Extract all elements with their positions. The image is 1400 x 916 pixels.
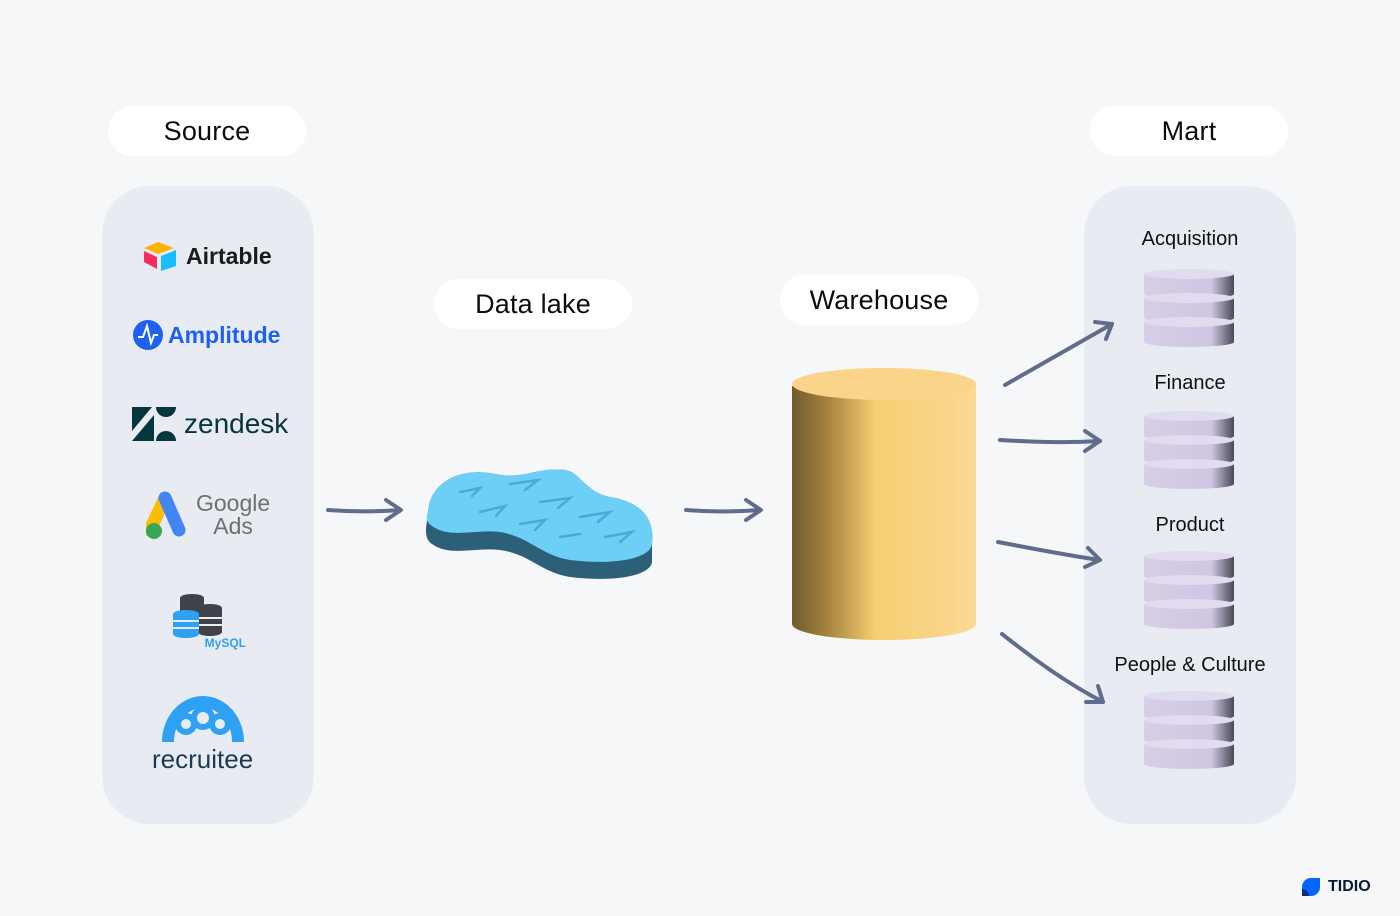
mart-header: Mart	[1090, 106, 1288, 156]
recruitee-icon	[161, 696, 244, 742]
data-lake-header: Data lake	[434, 279, 632, 329]
airtable-icon	[144, 242, 176, 271]
tidio-icon	[1302, 878, 1320, 896]
google-ads-icon	[146, 491, 186, 539]
amplitude-logo: Amplitude	[132, 319, 280, 351]
mart-label-product: Product	[1155, 514, 1225, 536]
recruitee-label: recruitee	[152, 744, 254, 774]
mart-database-people-culture	[1144, 691, 1234, 769]
warehouse-to-finance-arrow	[998, 429, 1102, 453]
mysql-database-icon	[173, 594, 222, 638]
warehouse-header: Warehouse	[780, 275, 978, 325]
warehouse-to-acquisition-arrow	[1003, 320, 1114, 387]
data-lake-illustration	[426, 469, 653, 579]
source-panel	[102, 186, 314, 824]
lake-to-warehouse-arrow	[684, 498, 763, 522]
zendesk-logo: zendesk	[132, 407, 288, 441]
tidio-label: TIDIO	[1328, 878, 1371, 895]
mart-database-finance	[1144, 411, 1234, 489]
mart-label-finance: Finance	[1154, 372, 1226, 394]
mart-database-acquisition	[1144, 269, 1234, 347]
amplitude-label: Amplitude	[168, 321, 281, 348]
warehouse-to-product-arrow	[996, 540, 1102, 569]
zendesk-label: zendesk	[184, 408, 289, 439]
source-to-lake-arrow	[326, 498, 403, 522]
airtable-label: Airtable	[186, 242, 272, 269]
mysql-label: MySQL	[204, 636, 246, 650]
airtable-logo: Airtable	[142, 240, 272, 272]
recruitee-logo: recruitee	[152, 696, 253, 775]
google-ads-label-line2: Ads	[213, 513, 253, 539]
mart-database-product	[1144, 551, 1234, 629]
warehouse-cylinder	[792, 368, 976, 640]
amplitude-icon	[133, 320, 163, 350]
google-ads-label-line1: Google	[196, 490, 271, 516]
mart-label-acquisition: Acquisition	[1141, 228, 1239, 250]
google-ads-logo: Google Ads	[146, 490, 270, 540]
tidio-brand: TIDIO	[1300, 876, 1371, 898]
mart-label-people-culture: People & Culture	[1114, 654, 1266, 676]
source-header: Source	[108, 106, 306, 156]
warehouse-to-people-culture-arrow	[1000, 632, 1105, 704]
mysql-logo: MySQL	[170, 592, 246, 650]
zendesk-icon	[132, 407, 176, 441]
